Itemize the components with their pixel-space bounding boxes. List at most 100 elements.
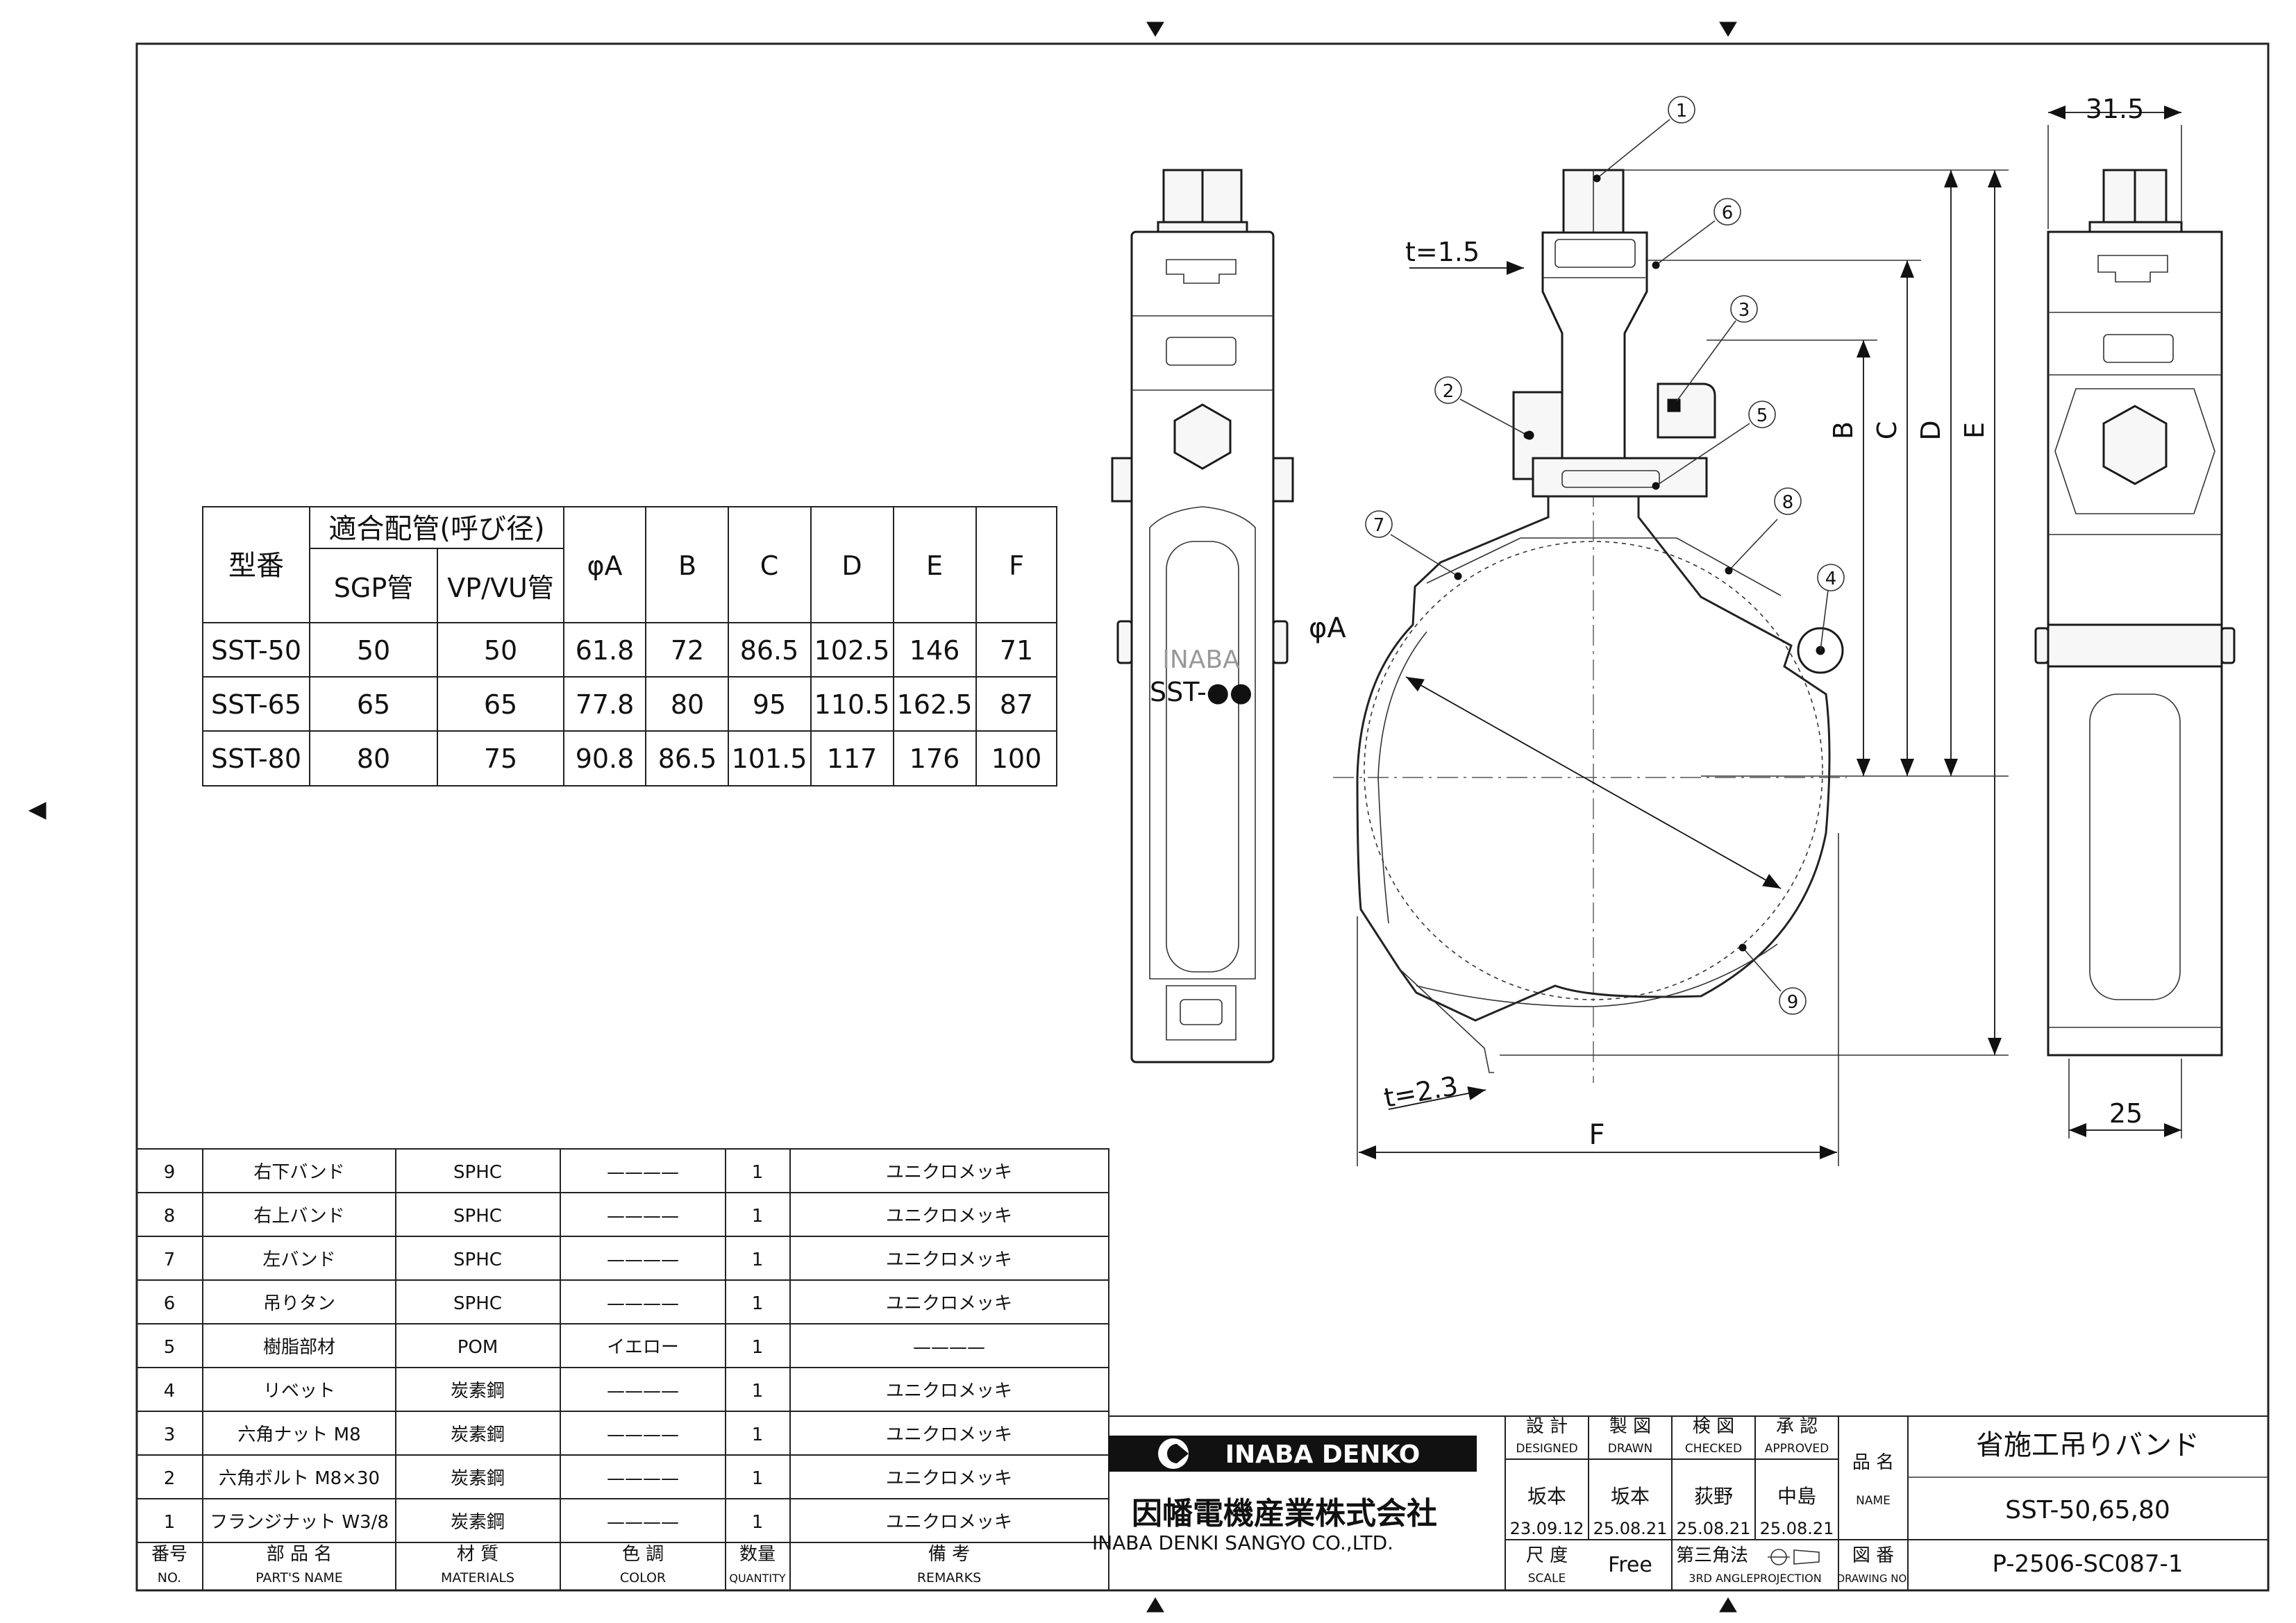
parts-cell: ———— bbox=[607, 1512, 679, 1533]
parts-cell: 1 bbox=[752, 1468, 764, 1489]
parts-cell: ———— bbox=[607, 1381, 679, 1402]
parts-cell: SPHC bbox=[453, 1250, 502, 1270]
parts-cell: 9 bbox=[164, 1162, 176, 1183]
spec-value-cell: 80 bbox=[671, 689, 704, 720]
parts-cell: ———— bbox=[607, 1162, 679, 1183]
spec-value-cell: 162.5 bbox=[897, 689, 973, 720]
product-name: 省施工吊りバンド bbox=[1976, 1429, 2199, 1461]
parts-cell: 炭素鋼 bbox=[451, 1381, 505, 1402]
balloon-5: 5 bbox=[1748, 401, 1776, 428]
parts-cell: 1 bbox=[164, 1512, 176, 1533]
label-dim-d: D bbox=[1916, 420, 1946, 440]
spec-value-cell: 77.8 bbox=[576, 689, 635, 720]
designed-label: 設 計 bbox=[1526, 1416, 1568, 1437]
approved-label-en: APPROVED bbox=[1765, 1442, 1829, 1456]
parts-cell: 六角ナット M8 bbox=[237, 1424, 360, 1445]
name-label: 品 名 bbox=[1852, 1452, 1894, 1473]
parts-cell: ユニクロメッキ bbox=[886, 1162, 1012, 1183]
side-model-text: SST-●● bbox=[1150, 677, 1252, 707]
parts-cell: リベット bbox=[263, 1381, 335, 1402]
checked-date: 25.08.21 bbox=[1677, 1519, 1751, 1538]
spec-model-cell: SST-80 bbox=[211, 743, 301, 774]
svg-text:3: 3 bbox=[1738, 300, 1750, 321]
parts-cell: SPHC bbox=[453, 1206, 502, 1227]
parts-cell: ———— bbox=[913, 1337, 985, 1358]
spec-value-cell: 87 bbox=[1000, 689, 1033, 720]
parts-cell: 炭素鋼 bbox=[451, 1512, 505, 1533]
parts-cell: ユニクロメッキ bbox=[886, 1293, 1012, 1314]
label-dim-b: B bbox=[1828, 421, 1859, 439]
parts-cell: 炭素鋼 bbox=[451, 1424, 505, 1445]
checked-label-en: CHECKED bbox=[1685, 1442, 1742, 1456]
balloon-2: 2 bbox=[1434, 376, 1462, 404]
spec-value-cell: 146 bbox=[910, 635, 960, 666]
drawn-label-en: DRAWN bbox=[1608, 1442, 1652, 1456]
parts-cell: 1 bbox=[752, 1512, 764, 1533]
approved-date: 25.08.21 bbox=[1760, 1519, 1834, 1538]
balloon-9: 9 bbox=[1779, 987, 1807, 1015]
parts-cell: ———— bbox=[607, 1293, 679, 1314]
name-label-en: NAME bbox=[1856, 1494, 1891, 1508]
drawing-no-label: 図 番 bbox=[1852, 1545, 1894, 1566]
spec-table: 型番 適合配管(呼び径) SGP管 VP/VU管 φA B C D E F SS… bbox=[202, 506, 1057, 787]
company-name-en: INABA DENKI SANGYO CO.,LTD. bbox=[1092, 1531, 1393, 1554]
svg-text:6: 6 bbox=[1722, 203, 1734, 224]
projection-label-en: 3RD ANGLEPROJECTION bbox=[1689, 1572, 1821, 1585]
spec-model-cell: SST-65 bbox=[211, 689, 301, 720]
spec-value-cell: 65 bbox=[357, 689, 390, 720]
side-emboss-text: INABA bbox=[1162, 646, 1240, 674]
parts-cell: 1 bbox=[752, 1162, 764, 1183]
spec-value-cell: 176 bbox=[910, 743, 960, 774]
side-view-right: 31.5 25 bbox=[2034, 94, 2236, 1138]
drawn-label: 製 図 bbox=[1609, 1416, 1651, 1437]
spec-value-cell: 101.5 bbox=[732, 743, 807, 774]
projection-symbol-icon bbox=[1768, 1549, 1820, 1565]
spec-value-cell: 117 bbox=[827, 743, 878, 774]
label-t-bottom: t=2.3 bbox=[1382, 1070, 1460, 1113]
spec-col-c: C bbox=[760, 550, 779, 581]
center-mark-top-right bbox=[1719, 22, 1737, 37]
label-width-top: 31.5 bbox=[2086, 94, 2145, 124]
parts-cell: 6 bbox=[164, 1293, 176, 1314]
parts-cell: 樹脂部材 bbox=[263, 1337, 335, 1358]
parts-cell: 3 bbox=[164, 1424, 176, 1445]
parts-cell: POM bbox=[458, 1337, 498, 1358]
spec-col-pipe-group: 適合配管(呼び径) bbox=[328, 513, 544, 545]
spec-value-cell: 50 bbox=[357, 635, 390, 666]
parts-cell: ———— bbox=[607, 1250, 679, 1270]
product-models: SST-50,65,80 bbox=[2005, 1496, 2170, 1524]
spec-value-cell: 86.5 bbox=[658, 743, 717, 774]
balloon-8: 8 bbox=[1774, 487, 1802, 515]
projection-label: 第三角法 bbox=[1676, 1545, 1748, 1566]
parts-header-color: 色 調 bbox=[622, 1544, 664, 1565]
logo-text: INABA DENKO bbox=[1225, 1440, 1421, 1469]
label-dim-c: C bbox=[1872, 421, 1902, 440]
svg-text:5: 5 bbox=[1757, 405, 1768, 426]
drawing-border bbox=[135, 42, 2270, 1592]
svg-text:9: 9 bbox=[1787, 992, 1799, 1013]
parts-cell: 7 bbox=[164, 1250, 176, 1270]
parts-cell: フランジナット W3/8 bbox=[210, 1512, 389, 1533]
parts-cell: ユニクロメッキ bbox=[886, 1206, 1012, 1227]
designed-date: 23.09.12 bbox=[1510, 1519, 1584, 1538]
center-mark-bottom-left bbox=[1146, 1597, 1164, 1613]
spec-value-cell: 50 bbox=[484, 635, 517, 666]
label-dim-phi-a: φA bbox=[1309, 612, 1346, 644]
parts-cell: イエロー bbox=[607, 1337, 679, 1358]
spec-col-model: 型番 bbox=[228, 550, 284, 582]
parts-cell: 2 bbox=[164, 1468, 176, 1489]
center-mark-left bbox=[28, 802, 47, 820]
approved-by: 中島 bbox=[1777, 1485, 1816, 1508]
parts-header-no: 番号 bbox=[151, 1544, 187, 1565]
spec-col-a: φA bbox=[587, 550, 622, 581]
balloon-4: 4 bbox=[1817, 564, 1845, 591]
spec-col-sgp: SGP管 bbox=[334, 573, 413, 603]
parts-cell: ———— bbox=[607, 1468, 679, 1489]
parts-cell: 1 bbox=[752, 1381, 764, 1402]
parts-cell: 右上バンド bbox=[253, 1206, 344, 1227]
parts-cell: 右下バンド bbox=[253, 1162, 344, 1183]
parts-cell: 1 bbox=[752, 1250, 764, 1270]
